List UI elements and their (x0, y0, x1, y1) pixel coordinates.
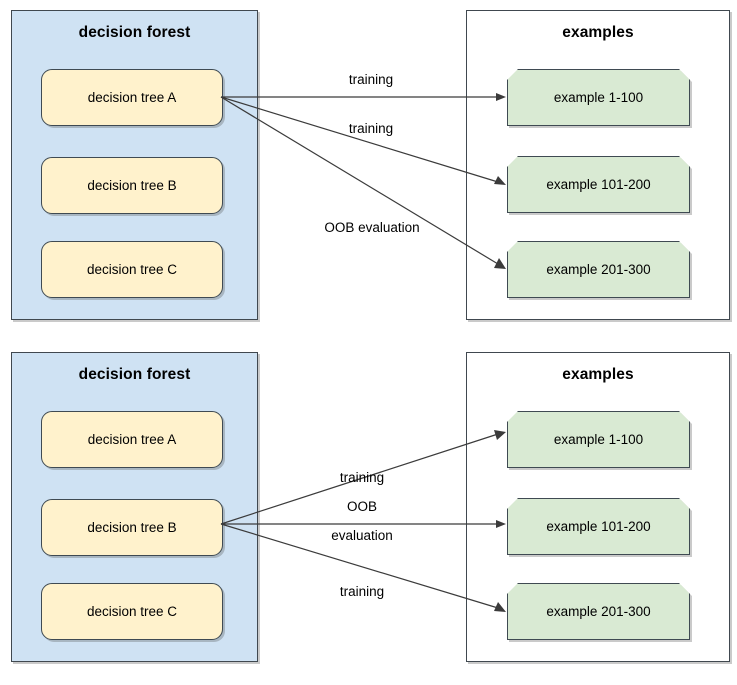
tree-box-label: decision tree B (87, 178, 177, 193)
tree-box-decision-tree-b[interactable]: decision tree B (41, 499, 223, 556)
edge-label-training-1: training (339, 470, 385, 485)
tree-box-decision-tree-c[interactable]: decision tree C (41, 583, 223, 640)
decision-forest-panel: decision forest decision tree A decision… (11, 352, 258, 662)
edge-oob-evaluation-to-example-101-200 (221, 520, 506, 528)
tree-box-decision-tree-a[interactable]: decision tree A (41, 411, 223, 468)
example-box-101-200[interactable]: example 101-200 (507, 498, 690, 555)
example-box-1-100[interactable]: example 1-100 (507, 69, 690, 126)
edge-label-oob-line1: OOB (346, 499, 377, 514)
tree-box-label: decision tree C (86, 262, 178, 277)
example-box-label: example 101-200 (546, 177, 651, 192)
edge-training-to-example-1-100 (221, 93, 506, 101)
example-box-label: example 101-200 (546, 519, 651, 534)
example-box-101-200[interactable]: example 101-200 (507, 156, 690, 213)
example-box-label: example 1-100 (553, 432, 644, 447)
examples-panel: examples example 1-100 example 101-200 e… (466, 352, 730, 662)
panel-title-decision-forest: decision forest (78, 366, 191, 383)
edge-label-training-2: training (339, 584, 385, 599)
examples-panel: examples example 1-100 example 101-200 e… (466, 10, 730, 320)
tree-box-decision-tree-b[interactable]: decision tree B (41, 157, 223, 214)
diagram-oob-tree-a: decision forest decision tree A decision… (11, 10, 730, 320)
example-box-label: example 201-300 (546, 604, 651, 619)
tree-box-label: decision tree A (87, 432, 177, 447)
example-box-201-300[interactable]: example 201-300 (507, 241, 690, 298)
edge-label-oob-evaluation: OOB evaluation (324, 220, 420, 235)
tree-box-label: decision tree A (87, 90, 177, 105)
panel-title-decision-forest: decision forest (78, 24, 191, 41)
edge-label-training-1: training (348, 72, 394, 87)
diagram-oob-tree-b: decision forest decision tree A decision… (0, 342, 737, 685)
tree-box-label: decision tree B (87, 520, 177, 535)
tree-box-decision-tree-a[interactable]: decision tree A (41, 69, 223, 126)
edge-label-training-2: training (348, 121, 394, 136)
tree-box-label: decision tree C (86, 604, 178, 619)
panel-title-examples: examples (562, 366, 634, 383)
tree-box-decision-tree-c[interactable]: decision tree C (41, 241, 223, 298)
example-box-label: example 1-100 (553, 90, 644, 105)
example-box-201-300[interactable]: example 201-300 (507, 583, 690, 640)
example-box-1-100[interactable]: example 1-100 (507, 411, 690, 468)
example-box-label: example 201-300 (546, 262, 651, 277)
edge-training-to-example-101-200 (220, 96, 506, 185)
decision-forest-panel: decision forest decision tree A decision… (11, 10, 258, 320)
edge-label-oob-line2: evaluation (331, 528, 393, 543)
panel-title-examples: examples (562, 24, 634, 41)
